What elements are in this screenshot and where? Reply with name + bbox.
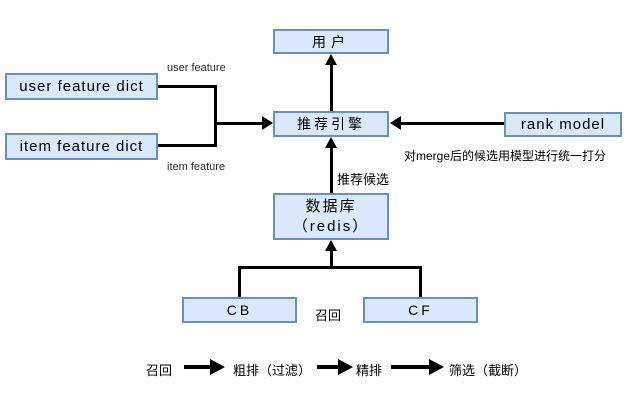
edge-item-feature-line bbox=[158, 144, 216, 147]
arrowhead-rank-to-engine-icon bbox=[390, 116, 401, 130]
label-item-feature: item feature bbox=[167, 161, 226, 173]
arrowhead-db-to-engine-icon bbox=[325, 137, 337, 148]
legend-arrow3-line bbox=[391, 365, 429, 369]
node-recommend-engine: 推荐引擎 bbox=[273, 111, 389, 137]
edge-db-to-engine-line bbox=[330, 147, 333, 193]
legend-arrow3-head-icon bbox=[429, 359, 444, 375]
node-user-feature-dict: user feature dict bbox=[5, 73, 158, 100]
node-database-line1: 数据库 bbox=[305, 197, 357, 215]
node-rank-model: rank model bbox=[504, 112, 622, 137]
edge-recall-to-db-line bbox=[330, 249, 333, 267]
node-item-feature-dict: item feature dict bbox=[5, 133, 158, 160]
node-user: 用户 bbox=[273, 29, 389, 54]
edge-user-feature-line bbox=[158, 85, 216, 88]
arrowhead-recall-to-db-icon bbox=[325, 240, 337, 251]
label-user-feature: user feature bbox=[167, 62, 226, 74]
edge-cf-up-line bbox=[419, 267, 422, 297]
node-cf: CF bbox=[363, 297, 478, 323]
edge-feature-join-line bbox=[214, 85, 217, 147]
edge-rank-to-engine-line bbox=[401, 122, 504, 125]
legend-arrow1-line bbox=[184, 365, 210, 369]
legend-step-fine-rank: 精排 bbox=[356, 363, 383, 378]
edge-features-to-engine-line bbox=[216, 122, 262, 125]
node-cb: CB bbox=[182, 297, 297, 323]
arrowhead-engine-to-user-icon bbox=[325, 54, 337, 65]
legend-step-filter-truncate: 筛选（截断） bbox=[449, 363, 528, 378]
legend-arrow2-head-icon bbox=[338, 359, 353, 375]
arrowhead-features-to-engine-icon bbox=[262, 116, 273, 130]
label-rank-note: 对merge后的候选用模型进行统一打分 bbox=[404, 149, 607, 163]
label-recommend-candidate: 推荐候选 bbox=[337, 172, 390, 187]
node-database-redis: 数据库 （redis） bbox=[273, 193, 389, 240]
node-database-line2: （redis） bbox=[292, 217, 370, 235]
edge-recall-join-line bbox=[238, 266, 422, 269]
legend-step-recall: 召回 bbox=[146, 363, 173, 378]
label-recall: 召回 bbox=[315, 308, 342, 323]
legend-step-coarse-rank: 粗排（过滤） bbox=[233, 363, 312, 378]
edge-cb-up-line bbox=[238, 267, 241, 297]
legend-arrow1-head-icon bbox=[210, 359, 225, 375]
legend-arrow2-line bbox=[317, 365, 338, 369]
edge-engine-to-user-line bbox=[330, 63, 333, 111]
